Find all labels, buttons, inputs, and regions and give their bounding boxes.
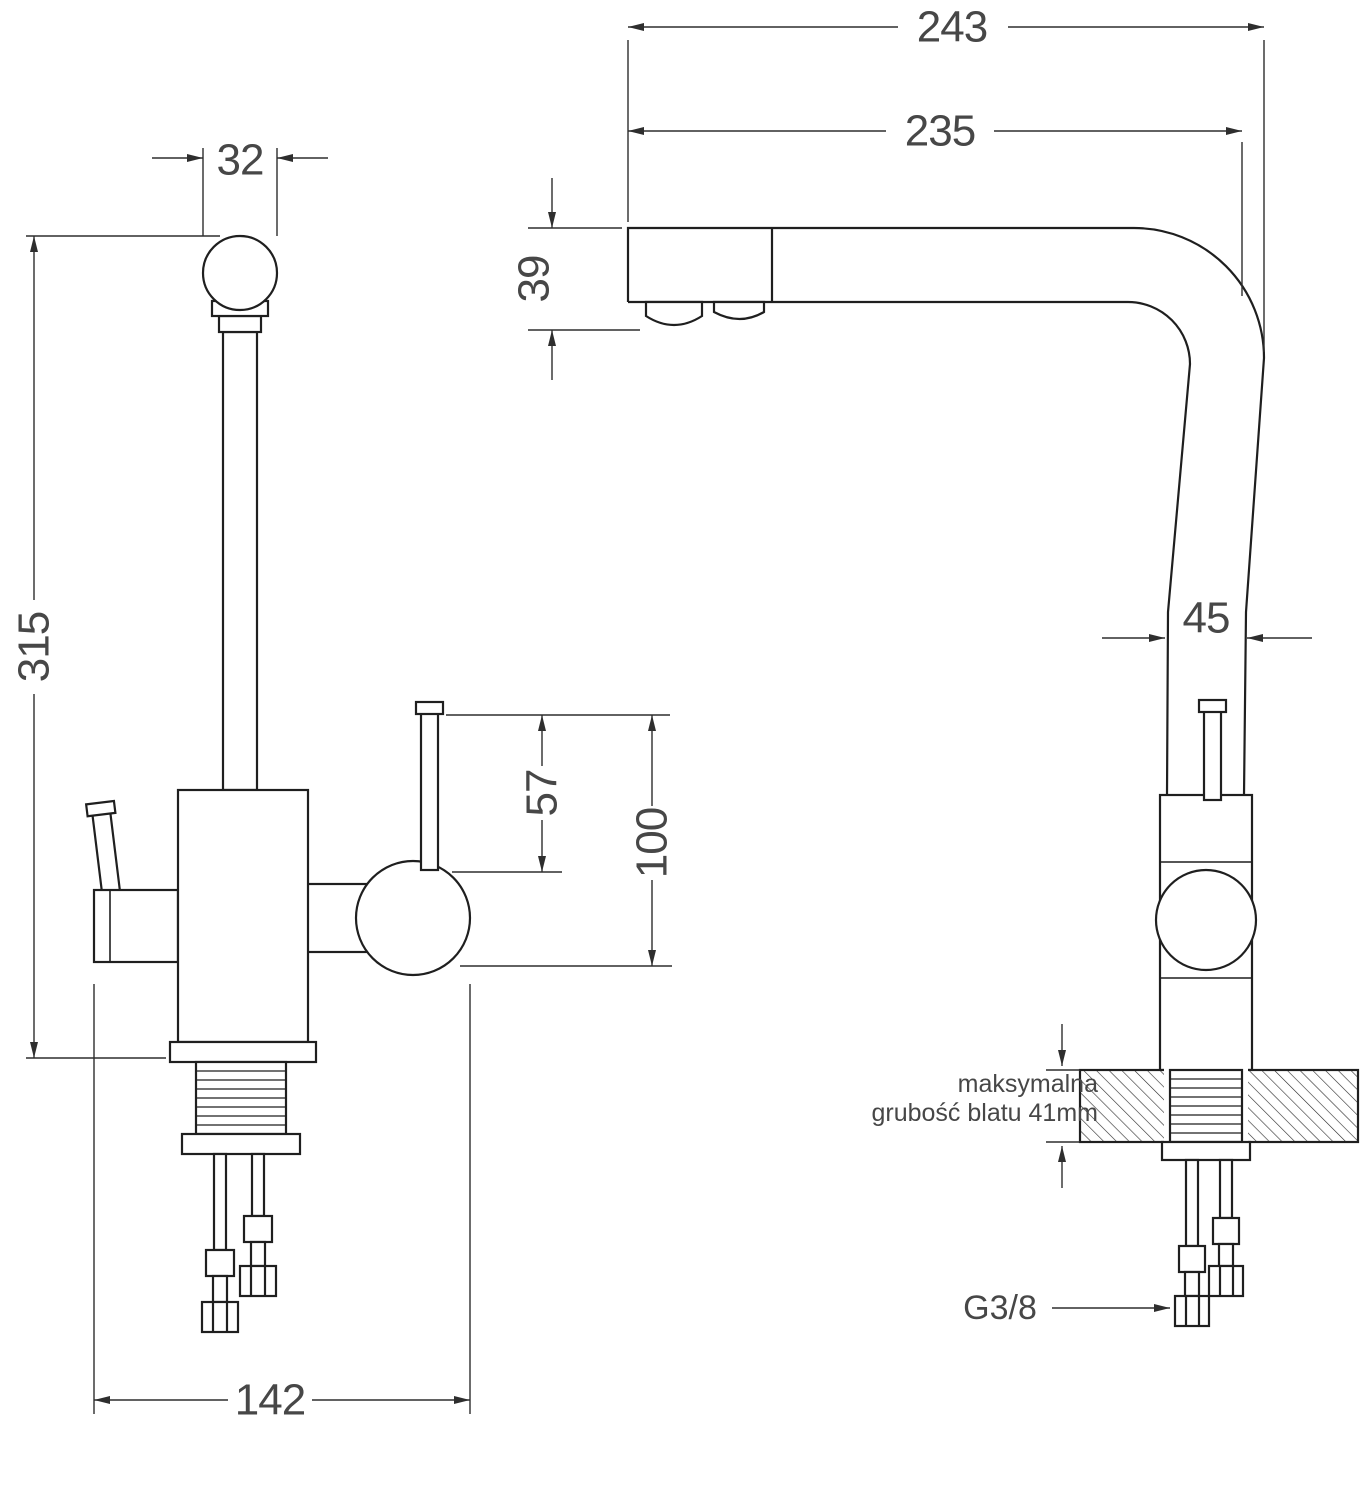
front-side-stub [92,888,180,964]
side-aerator [644,300,704,327]
dim-235-label: 235 [905,107,975,156]
front-view [84,234,472,1334]
side-view [626,226,1360,1328]
front-spout-tip-lower [217,314,263,334]
front-dimensions: 32 315 57 100 142 [10,136,677,1425]
dim-32-label: 32 [217,136,264,185]
front-body [176,788,310,1044]
side-mixer-lever [1197,698,1228,802]
front-mixer-lever [414,700,445,872]
dim-45-label: 45 [1183,594,1230,643]
front-riser-tube [221,330,259,792]
countertop-edge-extensions [1046,1069,1080,1143]
front-hose-left [200,1152,240,1334]
counter-note-line1: maksymalna [958,1070,1098,1098]
side-spout-outline [626,226,1266,796]
front-hose-right [238,1152,278,1298]
front-mixer-joint [354,859,472,977]
dim-243-label: 243 [917,3,987,52]
front-threaded-shank [194,1060,288,1136]
counter-note-line2: grubość blatu 41mm [871,1099,1098,1127]
dim-315-label: 315 [10,612,59,682]
thread-size-label: G3/8 [963,1289,1037,1327]
side-body-detail-lines [1160,861,1252,979]
side-threaded-shank [1168,1068,1244,1144]
front-spout-ball [201,234,279,312]
dim-57-extension-lines [446,714,670,873]
dim-315-extension-lines [26,235,220,1059]
side-spray-switch [712,300,766,321]
dim-57-label: 57 [518,770,567,817]
side-lock-nut [1160,1140,1252,1162]
dim-100-label: 100 [628,808,677,878]
side-hose-left [1173,1158,1211,1328]
front-base-flange [168,1040,318,1064]
side-hose-right [1207,1158,1245,1298]
dim-142-extension-lines [93,984,471,1414]
dim-32-extension-lines [202,148,278,236]
dim-39-extension-lines [528,227,640,331]
side-dimensions: 243 235 39 45 maksymalna grubość blatu 4… [510,3,1312,1327]
front-lock-nut [180,1132,302,1156]
side-mixer-joint [1154,868,1258,972]
dim-39-label: 39 [510,256,559,303]
dim-142-label: 142 [235,1376,305,1425]
